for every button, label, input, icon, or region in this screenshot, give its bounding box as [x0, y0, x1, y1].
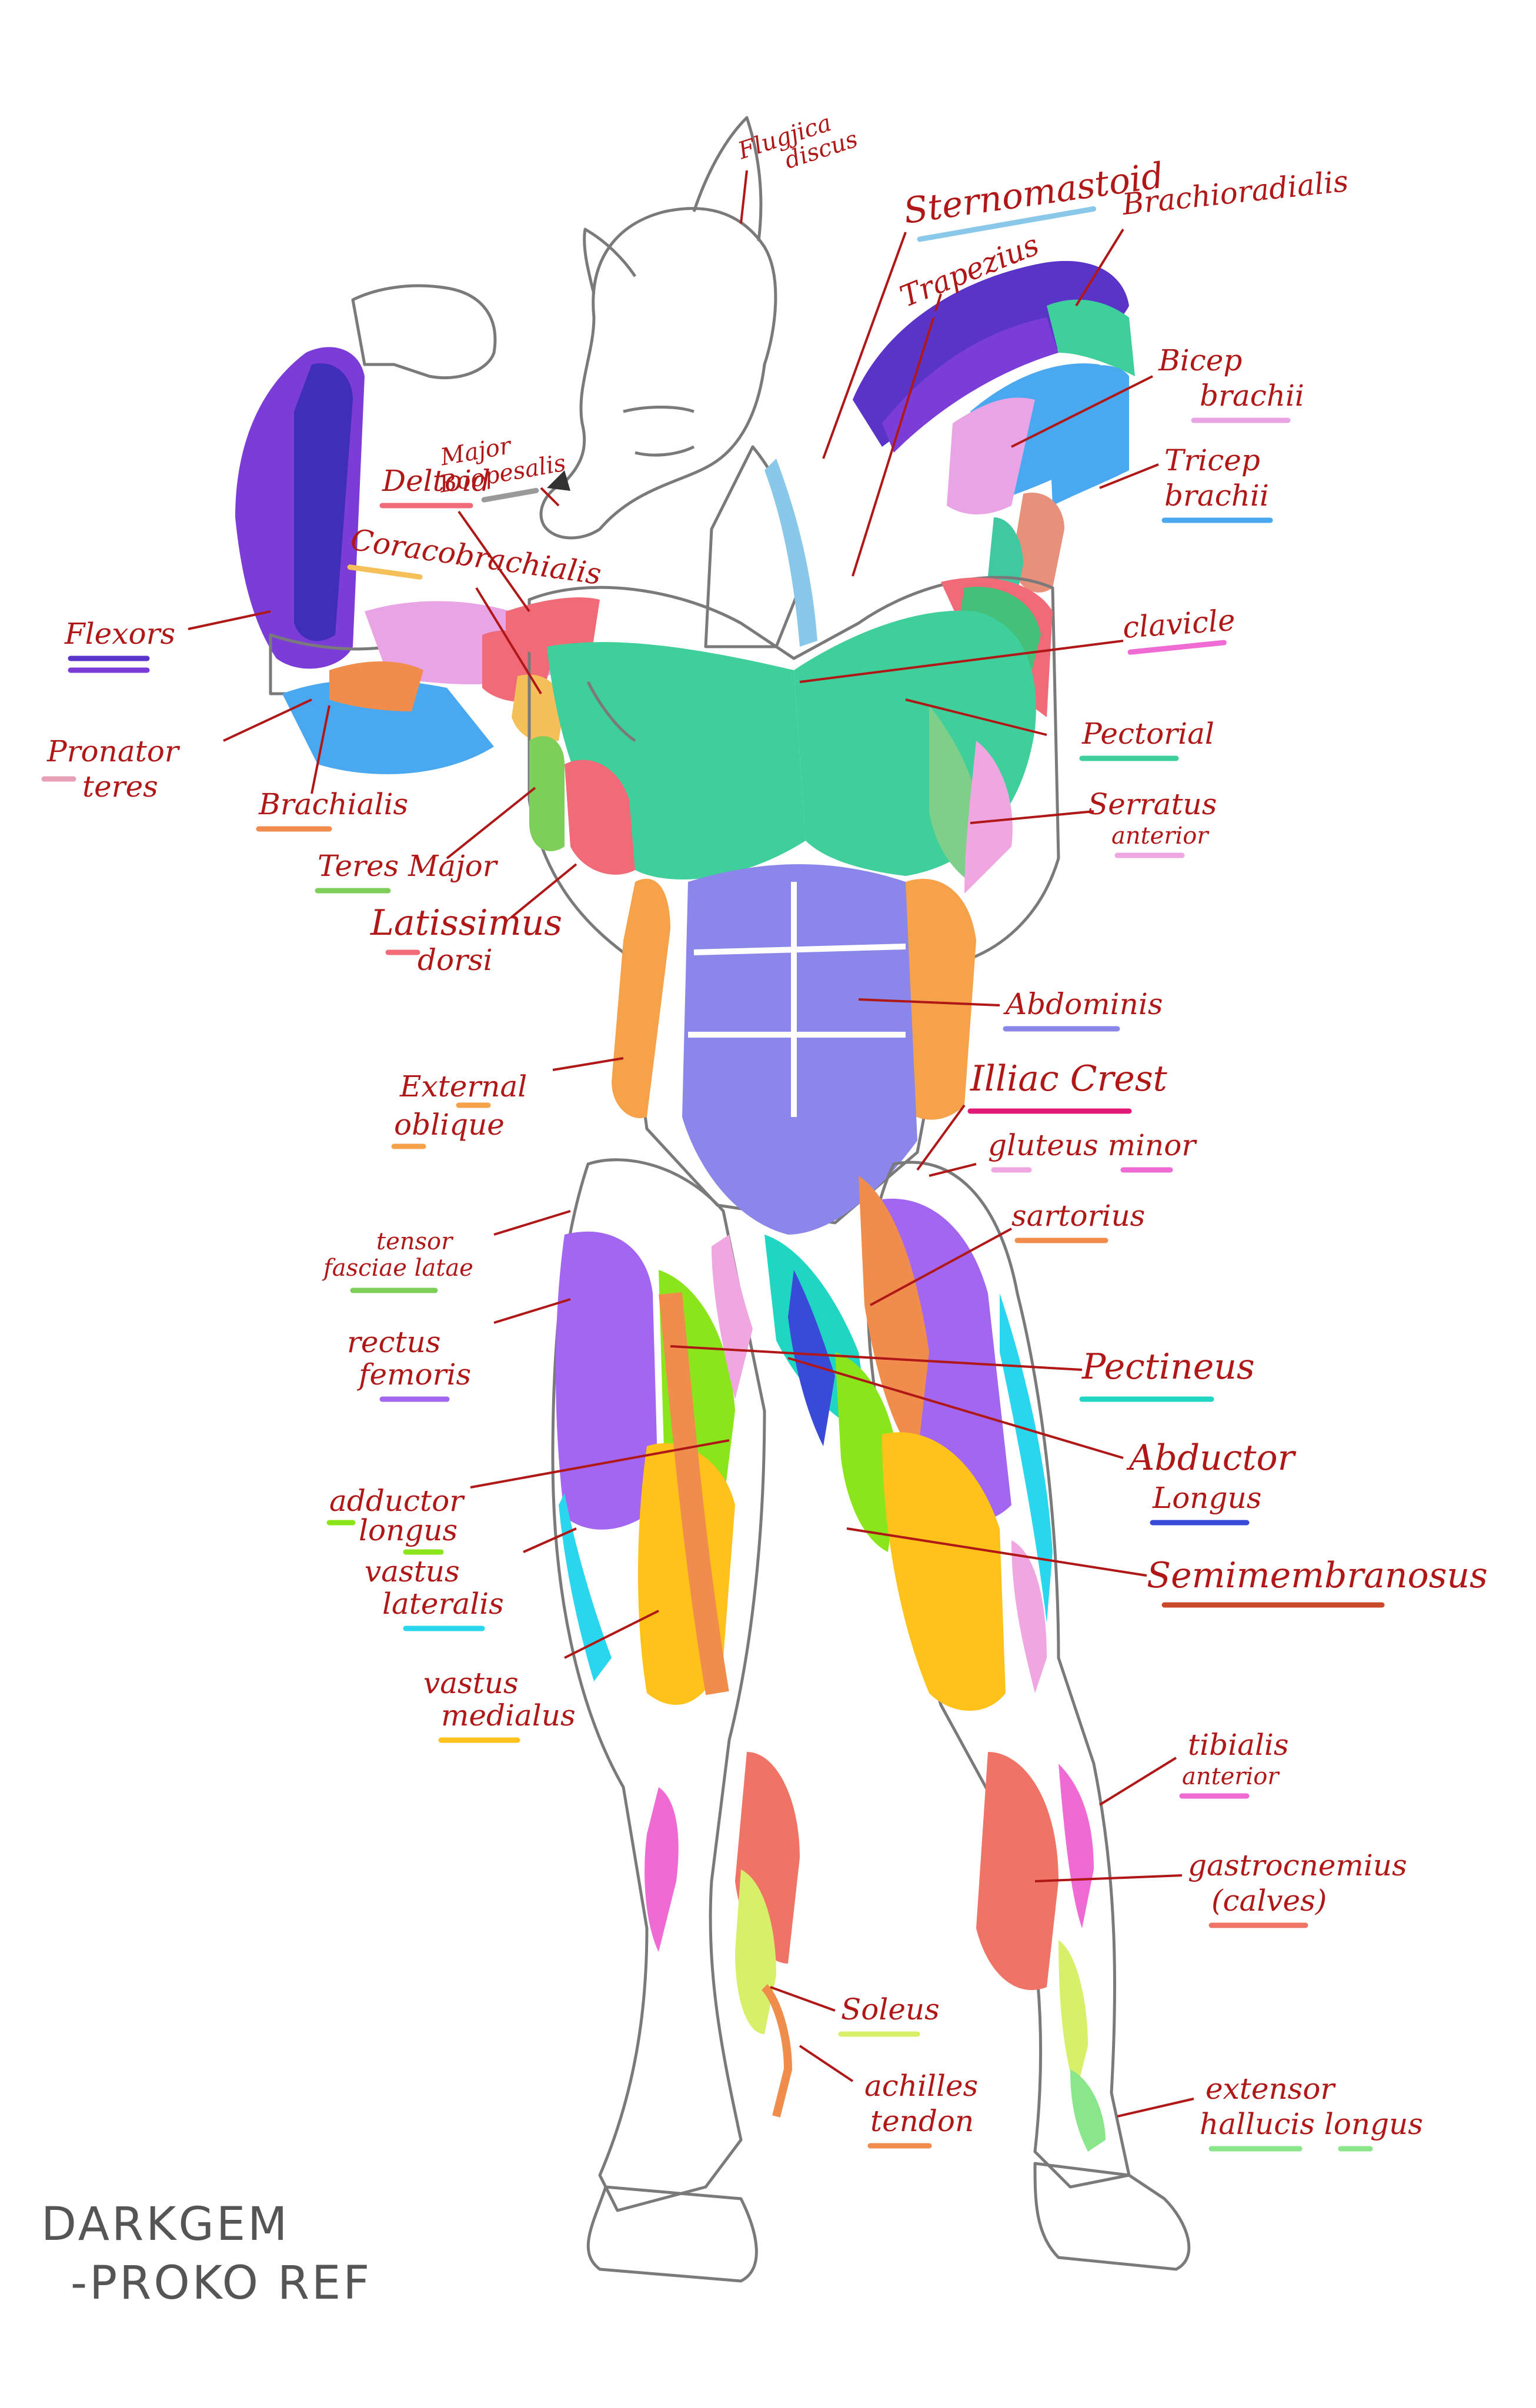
- trapezius-swatch: [920, 270, 1034, 322]
- boopesalis-swatch: [481, 487, 539, 503]
- rectus-label-line2: femoris: [356, 1357, 471, 1392]
- torso: [506, 576, 1060, 1235]
- extensor-label-line1: extensor: [1206, 2072, 1336, 2106]
- label-vastus-medialus: vastus medialus: [423, 1666, 576, 1743]
- tensor-label-line2: fasciae latae: [322, 1255, 473, 1282]
- brachialis-label: Brachialis: [258, 787, 408, 821]
- sternomastoid-swatch: [917, 206, 1097, 242]
- bicep-label-line1: Bicep: [1158, 343, 1242, 377]
- label-semimembranosus: Semimembranosus: [1147, 1555, 1488, 1608]
- label-vastus-lateralis: vastus lateralis: [365, 1554, 504, 1631]
- abdominis-label: Abdominis: [1003, 987, 1163, 1021]
- serratus-label-line1: Serratus: [1088, 787, 1217, 821]
- anthro-wolf-figure: [235, 116, 1191, 2283]
- artist-signature: DARKGEM -PROKO REF: [41, 2198, 372, 2310]
- pectineus-label: Pectineus: [1081, 1346, 1255, 1387]
- label-bicep-brachii: Bicep brachii: [1158, 343, 1304, 423]
- label-gastrocnemius: gastrocnemius (calves): [1188, 1848, 1407, 1928]
- lateralis-label-line2: lateralis: [382, 1587, 504, 1621]
- label-tensor-fasciae-latae: tensor fasciae latae: [322, 1228, 473, 1293]
- label-pronator-teres: Pronator teres: [41, 734, 181, 804]
- label-sartorius: sartorius: [1011, 1199, 1145, 1243]
- lateralis-label-line1: vastus: [365, 1554, 460, 1588]
- achilles-label-line2: tendon: [870, 2104, 974, 2138]
- tricep-label-line2: brachii: [1164, 479, 1269, 513]
- gastrocnemius-label-line1: gastrocnemius: [1188, 1848, 1407, 1882]
- label-deltoid: Deltoid: [379, 464, 490, 509]
- head: [539, 116, 777, 540]
- pronator-label-line2: teres: [82, 770, 158, 804]
- pectorial-label: Pectorial: [1081, 717, 1214, 751]
- clavicle-swatch: [1127, 640, 1227, 655]
- label-flexors: Flexors: [64, 617, 175, 673]
- label-rectus-femoris: rectus femoris: [347, 1325, 471, 1402]
- neck: [704, 445, 802, 648]
- deltoid-label: Deltoid: [382, 464, 490, 498]
- medialus-label-line2: medialus: [441, 1698, 576, 1733]
- tibialis-label-line1: tibialis: [1188, 1728, 1289, 1762]
- bicep-label-line2: brachii: [1200, 379, 1304, 413]
- signature-line1: DARKGEM: [41, 2198, 289, 2251]
- oblique-label-line1: External: [399, 1069, 527, 1103]
- teres-major-label: Teres Major: [318, 849, 499, 883]
- label-external-oblique: External oblique: [391, 1069, 527, 1149]
- label-teres-major: Teres Major: [315, 849, 499, 894]
- oblique-label-line2: oblique: [394, 1108, 505, 1142]
- label-tricep-brachii: Tricep brachii: [1161, 443, 1273, 523]
- label-extensor-hallucis-longus: extensor hallucis longus: [1200, 2072, 1423, 2152]
- sternomastoid-muscle: [764, 459, 817, 647]
- achilles-label-line1: achilles: [864, 2069, 978, 2103]
- flexors-label: Flexors: [64, 617, 175, 651]
- legs: [551, 1158, 1191, 2283]
- rectus-label-line1: rectus: [347, 1325, 440, 1359]
- label-tibialis-anterior: tibialis anterior: [1179, 1728, 1289, 1799]
- latissimus-label-line1: Latissimus: [370, 902, 562, 944]
- label-achilles-tendon: achilles tendon: [864, 2069, 978, 2149]
- abductor-label-line1: Abductor: [1126, 1437, 1297, 1479]
- adductor-label-line1: adductor: [329, 1484, 465, 1518]
- clavicle-label: clavicle: [1121, 603, 1236, 645]
- label-illiac-crest: Illiac Crest: [967, 1058, 1168, 1114]
- label-adductor-longus: adductor longus: [326, 1484, 465, 1555]
- tricep-label-line1: Tricep: [1164, 443, 1260, 477]
- label-serratus-anterior: Serratus anterior: [1088, 787, 1217, 858]
- leader-lines: [188, 170, 1194, 2118]
- illiac-crest-label: Illiac Crest: [970, 1058, 1168, 1099]
- label-clavicle: clavicle: [1121, 603, 1236, 655]
- label-latissimus-dorsi: Latissimus dorsi: [370, 902, 562, 977]
- gastrocnemius-label-line2: (calves): [1211, 1884, 1327, 1918]
- label-brachialis: Brachialis: [256, 787, 408, 832]
- sartorius-label: sartorius: [1011, 1199, 1145, 1233]
- adductor-label-line2: longus: [359, 1513, 458, 1547]
- coracobrachialis-label: Coracobrachialis: [349, 523, 603, 591]
- label-flugjica-discus: Flugjica discus: [734, 109, 861, 175]
- latissimus-label-line2: dorsi: [418, 943, 493, 977]
- label-pectineus: Pectineus: [1079, 1346, 1255, 1402]
- pronator-label-line1: Pronator: [46, 734, 181, 768]
- tibialis-label-line2: anterior: [1182, 1763, 1280, 1790]
- medialus-label-line1: vastus: [423, 1666, 519, 1700]
- raised-arm: [853, 260, 1135, 623]
- extensor-label-line2: hallucis longus: [1200, 2107, 1423, 2141]
- gluteus-minor-label: gluteus minor: [988, 1128, 1197, 1162]
- coracobrachialis-swatch: [347, 564, 423, 580]
- label-soleus: Soleus: [838, 1992, 940, 2037]
- label-gluteus-minor: gluteus minor: [988, 1128, 1197, 1173]
- soleus-label: Soleus: [841, 1992, 940, 2026]
- label-abductor-longus: Abductor Longus: [1126, 1437, 1297, 1526]
- serratus-label-line2: anterior: [1111, 822, 1210, 850]
- tensor-label-line1: tensor: [376, 1228, 454, 1255]
- semimembranosus-label: Semimembranosus: [1147, 1555, 1488, 1596]
- signature-line2: -PROKO REF: [71, 2257, 372, 2310]
- abductor-label-line2: Longus: [1152, 1481, 1261, 1515]
- label-abdominis: Abdominis: [1003, 987, 1163, 1032]
- label-pectorial: Pectorial: [1079, 717, 1214, 761]
